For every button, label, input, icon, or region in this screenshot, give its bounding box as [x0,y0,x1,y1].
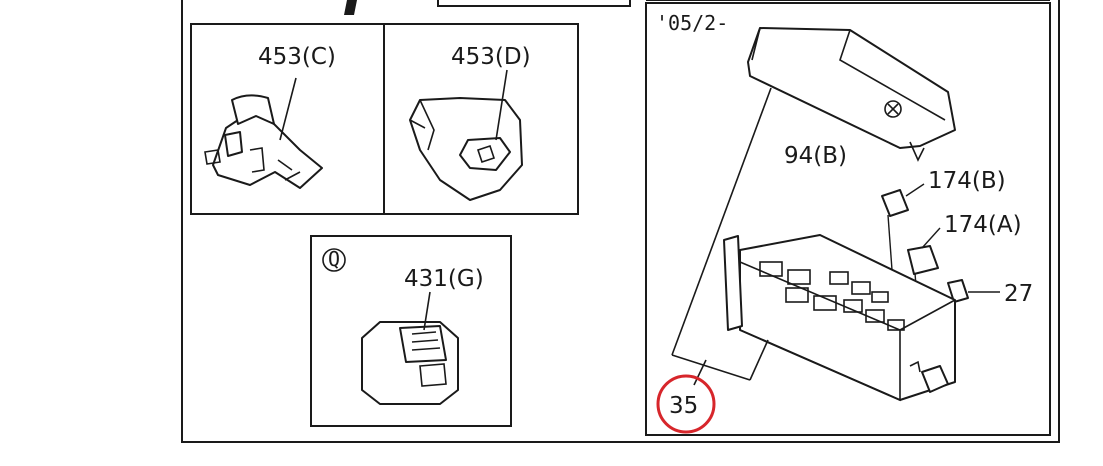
label-94b: 94(B) [784,143,847,169]
panel-431g [310,235,512,427]
label-174a: 174(A) [944,212,1022,238]
outer-frame [181,0,1060,443]
fusebox-body-35 [671,87,956,402]
label-27: 27 [1004,281,1033,307]
fuse-174b [881,183,925,271]
label-35: 35 [669,393,698,419]
label-174b: 174(B) [928,168,1006,194]
label-431g: 431(G) [404,266,484,292]
top-fragment [344,0,357,15]
connector-431g-drawing [361,291,459,405]
date-label: '05/2- [656,11,728,35]
top-box [437,0,631,7]
fuse-27 [947,279,1000,303]
clip-453c-drawing [204,77,323,189]
fusebox-cover-94b [747,27,956,162]
q-badge: Q [322,247,346,272]
label-453d: 453(D) [451,44,531,70]
label-453c: 453(C) [258,44,336,70]
relay-174a [907,227,941,313]
q-badge-text: Q [328,247,340,271]
cover-453d-drawing [409,69,523,201]
panel-453d [383,23,579,215]
right-panel [645,2,1051,436]
highlight-circle-35 [656,374,716,434]
